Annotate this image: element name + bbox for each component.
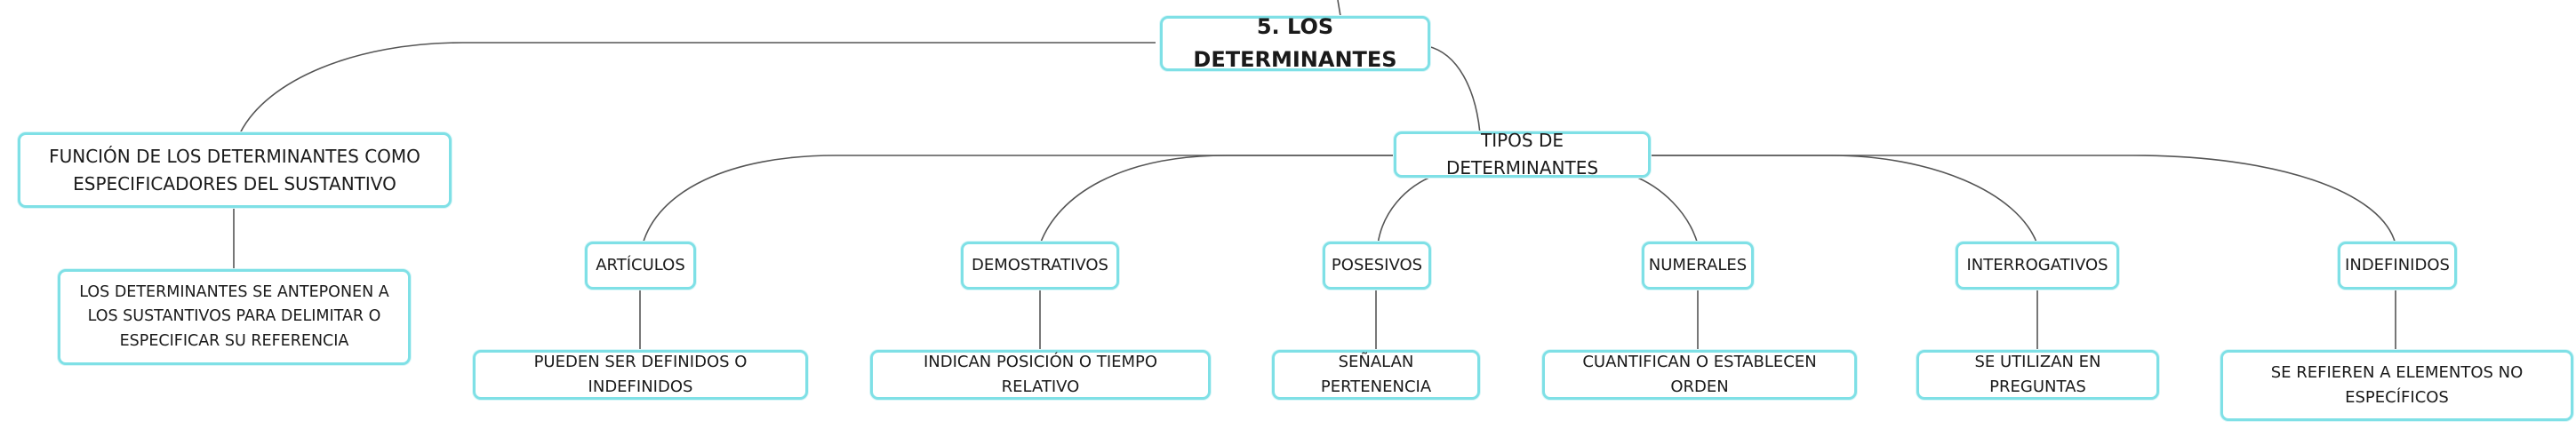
connector-types-indefinidos: [1649, 155, 2396, 245]
type-description: SEÑALAN PERTENENCIA: [1320, 353, 1432, 396]
type-description-articulos[interactable]: PUEDEN SER DEFINIDOS O INDEFINIDOS: [473, 350, 808, 400]
connector-types-articulos: [642, 155, 1396, 245]
root-title: 5. LOS DETERMINANTES: [1193, 13, 1397, 72]
type-description-interrogativos[interactable]: SE UTILIZAN EN PREGUNTAS: [1916, 350, 2159, 400]
type-name: POSESIVOS: [1331, 256, 1423, 275]
type-node-interrogativos[interactable]: INTERROGATIVOS: [1956, 242, 2119, 290]
type-node-posesivos[interactable]: POSESIVOS: [1323, 242, 1431, 290]
types-node[interactable]: TIPOS DE DETERMINANTES: [1394, 130, 1651, 179]
type-description: CUANTIFICAN O ESTABLECEN ORDEN: [1582, 353, 1817, 396]
types-title: TIPOS DE DETERMINANTES: [1445, 130, 1599, 179]
type-name: INDEFINIDOS: [2345, 256, 2450, 275]
type-description-demostrativos[interactable]: INDICAN POSICIÓN O TIEMPO RELATIVO: [870, 350, 1211, 400]
connector-root-function: [239, 42, 1156, 134]
type-description-numerales[interactable]: CUANTIFICAN O ESTABLECEN ORDEN: [1542, 350, 1857, 400]
type-name: ARTÍCULOS: [596, 256, 685, 275]
type-description-posesivos[interactable]: SEÑALAN PERTENENCIA: [1272, 350, 1480, 400]
function-title: FUNCIÓN DE LOS DETERMINANTES COMO ESPECI…: [49, 145, 420, 195]
type-description: PUEDEN SER DEFINIDOS O INDEFINIDOS: [533, 353, 748, 396]
connector-types-posesivos: [1377, 174, 1436, 245]
connector-types-demostrativos: [1039, 155, 1396, 245]
type-node-numerales[interactable]: NUMERALES: [1642, 242, 1754, 290]
type-name: INTERROGATIVOS: [1966, 256, 2108, 275]
type-name: NUMERALES: [1648, 256, 1748, 275]
type-description-indefinidos[interactable]: SE REFIEREN A ELEMENTOS NO ESPECÍFICOS: [2220, 350, 2573, 421]
connector-types-interrogativos: [1649, 155, 2038, 245]
connector-root-parent: [1337, 0, 1341, 17]
root-node[interactable]: 5. LOS DETERMINANTES: [1160, 14, 1430, 72]
type-name: DEMOSTRATIVOS: [972, 256, 1108, 275]
connector-types-numerales: [1630, 174, 1699, 245]
function-description: LOS DETERMINANTES SE ANTEPONEN A LOS SUS…: [79, 283, 389, 350]
function-node[interactable]: FUNCIÓN DE LOS DETERMINANTES COMO ESPECI…: [18, 132, 452, 208]
type-node-articulos[interactable]: ARTÍCULOS: [585, 242, 696, 290]
function-description-node[interactable]: LOS DETERMINANTES SE ANTEPONEN A LOS SUS…: [58, 269, 411, 365]
type-description: SE UTILIZAN EN PREGUNTAS: [1974, 353, 2101, 396]
type-node-indefinidos[interactable]: INDEFINIDOS: [2338, 242, 2457, 290]
type-description: INDICAN POSICIÓN O TIEMPO RELATIVO: [923, 353, 1158, 396]
type-description: SE REFIEREN A ELEMENTOS NO ESPECÍFICOS: [2270, 363, 2524, 407]
type-node-demostrativos[interactable]: DEMOSTRATIVOS: [961, 242, 1119, 290]
connector-root-types: [1427, 45, 1481, 134]
